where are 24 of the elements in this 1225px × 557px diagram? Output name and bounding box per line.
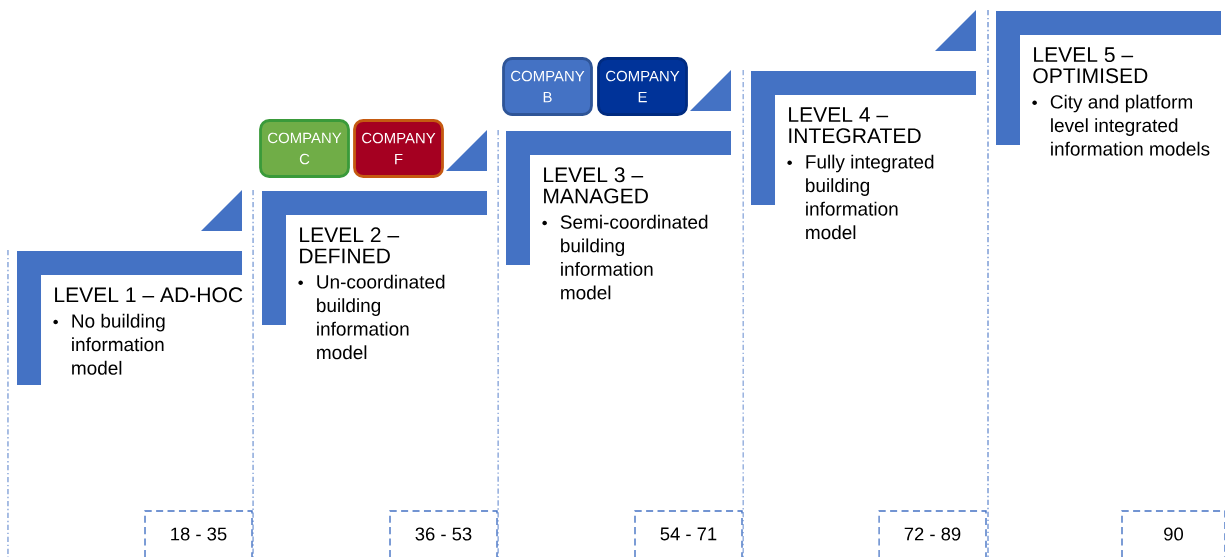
level-bracket: [996, 11, 1221, 156]
bullet-text: Semi-coordinated building information model: [560, 214, 708, 300]
age-range-box: 90: [1121, 510, 1225, 557]
bullet-text: No building information model: [72, 313, 165, 375]
level-bracket: [262, 191, 487, 360]
company-box: COMPANY C: [259, 119, 350, 178]
level-bracket: [751, 71, 976, 240]
age-range-box: 72 - 89: [878, 510, 987, 557]
level-heading: LEVEL 3 – MANAGED: [544, 167, 648, 204]
company-box: COMPANY E: [597, 57, 688, 116]
level-heading: LEVEL 4 – INTEGRATED: [789, 107, 921, 144]
company-box: COMPANY B: [502, 57, 593, 116]
level-heading: LEVEL 5 – OPTIMISED: [1033, 47, 1148, 84]
level-bracket: [506, 131, 731, 300]
company-box: COMPANY F: [353, 119, 444, 178]
level-bracket: [17, 251, 243, 385]
level-heading: LEVEL 2 – DEFINED: [300, 227, 400, 264]
age-range-box: 36 - 53: [389, 510, 498, 557]
age-range-box: 54 - 71: [634, 510, 743, 557]
level-heading: LEVEL 1 – AD-HOC: [55, 287, 243, 303]
age-range-box: 18 - 35: [144, 510, 253, 557]
bullet-text: Fully integrated building information model: [806, 154, 934, 240]
bullet-text: Un-coordinated building information model: [317, 274, 445, 360]
bullet-text: City and platform level integrated information models: [1050, 94, 1210, 156]
